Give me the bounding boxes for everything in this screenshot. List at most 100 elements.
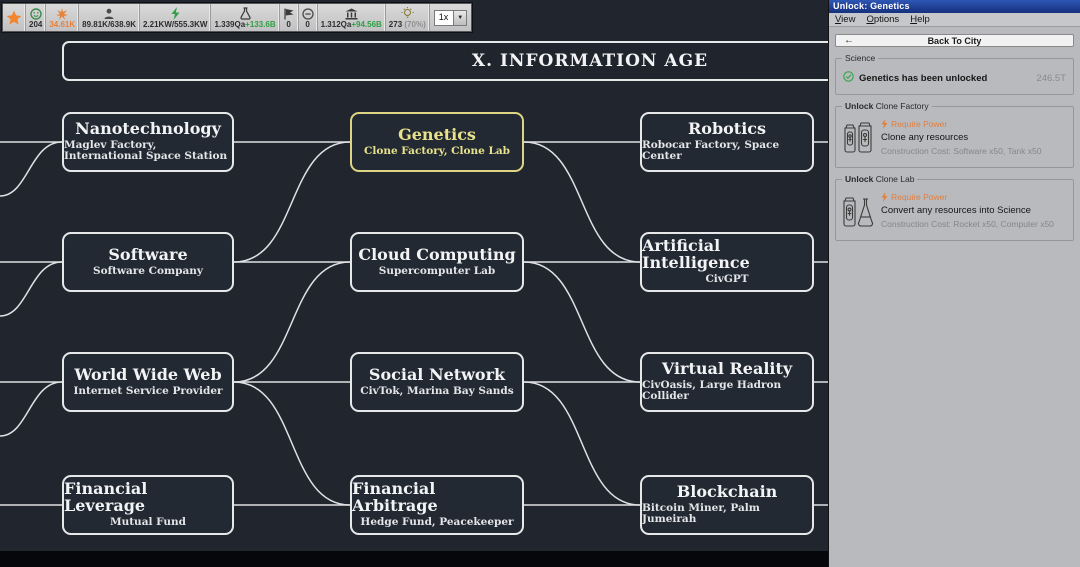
- era-title: X. INFORMATION AGE: [471, 51, 709, 71]
- resource-toolbar: 204 34.61K 89.81K/638.9K 2.21KW/555.3KW …: [2, 3, 473, 32]
- era-header: X. INFORMATION AGE: [62, 41, 828, 81]
- tech-title: Cloud Computing: [358, 244, 516, 264]
- tech-subtitle: CivOasis, Large Hadron Collider: [642, 378, 782, 403]
- idea-stat: 273 (70%): [386, 4, 430, 31]
- population-value: 89.81K/638.9K: [82, 20, 136, 29]
- tech-subtitle: CivGPT: [705, 273, 749, 286]
- tech-title: Virtual Reality: [661, 359, 793, 379]
- tech-node-social-network[interactable]: Social Network CivTok, Marina Bay Sands: [350, 352, 524, 412]
- minus-value: 0: [305, 20, 310, 29]
- tech-node-financial-arbitrage[interactable]: Financial Arbitrage Hedge Fund, Peacekee…: [350, 475, 524, 535]
- population-stat: 89.81K/638.9K: [79, 4, 140, 31]
- idea-value: 273 (70%): [388, 20, 426, 29]
- tech-node-blockchain[interactable]: Blockchain Bitcoin Miner, Palm Jumeirah: [640, 475, 814, 535]
- tech-node-financial-leverage[interactable]: Financial Leverage Mutual Fund: [62, 475, 234, 535]
- tech-tree-canvas: X. INFORMATION AGE Nanotechnology Maglev…: [0, 0, 828, 567]
- science-amount: 246.5T: [1036, 72, 1066, 84]
- tech-subtitle: Software Company: [92, 264, 203, 277]
- power-value: 2.21KW/555.3KW: [142, 20, 208, 29]
- unlock-window: Unlock: Genetics View Options Help ← Bac…: [828, 0, 1080, 567]
- tech-subtitle: CivTok, Marina Bay Sands: [360, 384, 514, 397]
- burst-stat: 34.61K: [46, 4, 80, 31]
- tech-subtitle: Supercomputer Lab: [378, 264, 496, 277]
- tech-node-robotics[interactable]: Robotics Robocar Factory, Space Center: [640, 112, 814, 172]
- tech-title: Financial Leverage: [64, 479, 148, 516]
- tech-title: Genetics: [398, 124, 476, 144]
- tech-node-cloud-computing[interactable]: Cloud Computing Supercomputer Lab: [350, 232, 524, 292]
- tech-node-world-wide-web[interactable]: World Wide Web Internet Service Provider: [62, 352, 234, 412]
- tech-title: Financial Arbitrage: [352, 479, 438, 516]
- speed-value: 1x: [438, 11, 449, 22]
- burst-icon: [56, 7, 69, 20]
- tech-subtitle: Bitcoin Miner, Palm Jumeirah: [642, 501, 760, 526]
- chevron-down-icon[interactable]: ▼: [453, 10, 467, 25]
- tech-title: Software: [108, 244, 188, 264]
- minus-stat: 0: [299, 4, 318, 31]
- tech-node-artificial-intelligence[interactable]: Artificial Intelligence CivGPT: [640, 232, 814, 292]
- science-flask-icon: [239, 7, 252, 20]
- back-to-city-button[interactable]: ← Back To City: [835, 34, 1074, 47]
- tech-node-genetics[interactable]: Genetics Clone Factory, Clone Lab: [350, 112, 524, 172]
- unlock-clone-lab-group: Unlock Clone Lab Require Power: [835, 174, 1074, 241]
- tech-tree-connections: [0, 141, 828, 506]
- tech-node-virtual-reality[interactable]: Virtual Reality CivOasis, Large Hadron C…: [640, 352, 814, 412]
- tech-title: World Wide Web: [74, 364, 222, 384]
- tech-node-software[interactable]: Software Software Company: [62, 232, 234, 292]
- unlock-clone-factory-group: Unlock Clone Factory: [835, 101, 1074, 168]
- tech-subtitle: Internet Service Provider: [73, 384, 223, 397]
- tech-subtitle: Robocar Factory, Space Center: [642, 138, 780, 163]
- speed-dropdown[interactable]: 1x ▼: [430, 4, 472, 31]
- require-power: Require Power: [881, 190, 1067, 205]
- treasury-delta: +94.56B: [351, 20, 382, 29]
- tech-subtitle: Maglev Factory, International Space Stat…: [64, 138, 228, 163]
- menu-bar: View Options Help: [829, 13, 1080, 27]
- construction-cost: Construction Cost: Rocket x50, Computer …: [881, 219, 1054, 229]
- tech-title: Blockchain: [676, 482, 778, 502]
- building-name: Clone Factory: [873, 101, 929, 111]
- building-description: Clone any resources: [881, 132, 969, 143]
- idea-percent: (70%): [404, 20, 426, 29]
- bank-icon: [345, 7, 358, 20]
- back-arrow-icon: ←: [844, 35, 854, 46]
- flag-stat: 0: [280, 4, 299, 31]
- tech-subtitle: Clone Factory, Clone Lab: [363, 144, 511, 157]
- treasury-value: 1.312Qa+94.56B: [320, 20, 382, 29]
- flag-icon: [283, 7, 295, 20]
- menu-view[interactable]: View: [835, 14, 856, 25]
- bulb-icon: [401, 7, 414, 20]
- back-button-label: Back To City: [927, 35, 982, 46]
- science-delta: +133.6B: [245, 20, 276, 29]
- star-icon: [6, 10, 22, 25]
- happiness-value: 204: [29, 20, 43, 29]
- window-title: Unlock: Genetics: [833, 1, 910, 11]
- unlock-label: Unlock: [845, 174, 874, 184]
- window-title-bar[interactable]: Unlock: Genetics: [829, 0, 1080, 13]
- unlock-message: Genetics has been unlocked: [859, 72, 988, 84]
- building-description: Convert any resources into Science: [881, 205, 1031, 216]
- power-required-icon: [881, 192, 888, 202]
- science-value: 1.339Qa+133.6B: [214, 20, 276, 29]
- menu-help[interactable]: Help: [910, 14, 930, 25]
- minus-circle-icon: [301, 7, 314, 20]
- clone-factory-icon: [842, 117, 874, 161]
- treasury-stat: 1.312Qa+94.56B: [318, 4, 386, 31]
- power-icon: [170, 7, 181, 20]
- construction-cost: Construction Cost: Software x50, Tank x5…: [881, 146, 1042, 156]
- tech-title: Nanotechnology: [75, 119, 221, 139]
- population-icon: [103, 7, 115, 20]
- bottom-strip: [0, 551, 828, 567]
- smiley-icon: [29, 7, 42, 20]
- power-required-icon: [881, 119, 888, 129]
- science-group: Science Genetics has been unlocked 246.5…: [835, 53, 1074, 95]
- tech-node-nanotechnology[interactable]: Nanotechnology Maglev Factory, Internati…: [62, 112, 234, 172]
- tech-title: Robotics: [687, 119, 767, 139]
- science-stat: 1.339Qa+133.6B: [211, 4, 280, 31]
- require-power: Require Power: [881, 117, 1067, 132]
- burst-value: 34.61K: [49, 20, 76, 29]
- tech-title: Artificial Intelligence: [642, 236, 750, 273]
- star-button[interactable]: [3, 4, 26, 31]
- menu-options[interactable]: Options: [866, 14, 900, 25]
- check-circle-icon: [843, 69, 854, 87]
- building-name: Clone Lab: [873, 174, 915, 184]
- clone-lab-icon: [842, 190, 874, 234]
